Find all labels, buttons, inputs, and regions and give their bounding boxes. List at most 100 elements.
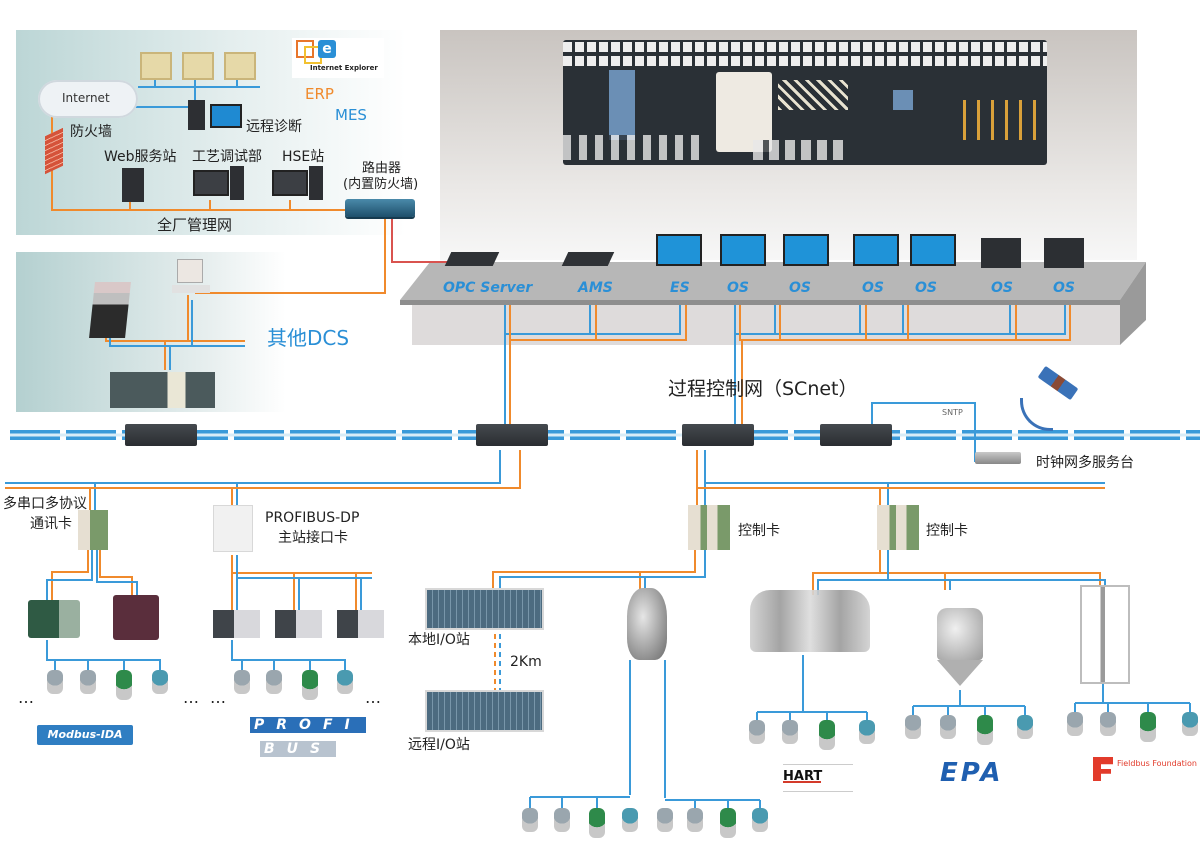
temperature-transmitter-icon — [1017, 715, 1033, 739]
profibus-slave-icon — [213, 610, 260, 638]
epa-logo-text: EPA — [940, 758, 1004, 788]
ellipsis: … — [183, 688, 199, 707]
remote-diagnosis-tower-icon — [188, 100, 205, 130]
station-label-os: OS — [789, 280, 811, 296]
control-card-icon — [877, 505, 919, 550]
internet-cloud-icon — [38, 80, 138, 118]
web-server-icon — [122, 168, 144, 202]
profibus-logo-top: PROFI — [250, 717, 366, 733]
ie-logo-text: Internet Explorer — [310, 64, 378, 72]
pressure-transmitter-icon — [1100, 712, 1116, 736]
os-monitor-icon — [720, 234, 766, 266]
pressure-transmitter-icon — [687, 808, 703, 832]
serial-plc-icon — [113, 595, 159, 640]
other-dcs-label: 其他DCS — [267, 326, 350, 350]
profibus-logo: PROFI BUS — [240, 717, 366, 762]
temperature-transmitter-icon — [752, 808, 768, 832]
hart-logo-text: HART — [783, 769, 823, 784]
remote-io-label: 远程I/O站 — [408, 737, 470, 753]
temperature-transmitter-icon — [622, 808, 638, 832]
modbus-ida-logo: Modbus-IDA — [37, 725, 133, 745]
control-card-label-2: 控制卡 — [926, 523, 968, 539]
local-io-label: 本地I/O站 — [408, 632, 470, 648]
ellipsis: … — [365, 688, 381, 707]
management-network-label: 全厂管理网 — [157, 216, 233, 234]
control-card-icon — [688, 505, 730, 550]
station-label-es: ES — [670, 280, 690, 296]
hart-logo: HART — [783, 764, 853, 792]
multi-serial-card-label-line1: 多串口多协议 — [3, 496, 87, 512]
epa-logo: EPA — [940, 758, 1004, 788]
dcs-workstation-icon — [177, 259, 203, 283]
management-pc-icon — [140, 52, 172, 80]
dcs-keyboard-icon — [172, 285, 210, 293]
multi-serial-card-label-line2: 通讯卡 — [30, 516, 72, 532]
process-debug-monitor-icon — [193, 170, 229, 196]
profibus-master-card-icon — [213, 505, 253, 552]
distance-label: 2Km — [510, 654, 542, 670]
mes-label: MES — [335, 106, 367, 124]
firewall-label: 防火墙 — [70, 124, 112, 140]
control-valve-icon — [977, 715, 993, 745]
erp-label: ERP — [305, 85, 334, 103]
network-switch-icon — [476, 424, 548, 446]
flowmeter-icon — [234, 670, 250, 694]
control-valve-icon — [589, 808, 605, 838]
hse-tower-icon — [309, 166, 323, 200]
control-card-label-1: 控制卡 — [738, 523, 780, 539]
os-laptop-icon — [1044, 238, 1084, 268]
mimic-display-panel — [563, 40, 1047, 165]
stirred-tank-cone-icon — [937, 660, 983, 686]
scnet-label: 过程控制网（SCnet） — [668, 378, 858, 400]
evaporator-unit-icon — [750, 590, 870, 652]
profibus-slave-icon — [275, 610, 322, 638]
internet-label: Internet — [62, 91, 110, 105]
process-debug-label: 工艺调试部 — [192, 149, 262, 165]
remote-io-station-icon — [425, 690, 544, 732]
station-label-os: OS — [727, 280, 749, 296]
os-monitor-icon — [853, 234, 899, 266]
router-label-line1: 路由器 — [362, 161, 402, 176]
network-switch-icon — [125, 424, 197, 446]
profibus-card-label-line1: PROFIBUS-DP — [265, 510, 360, 526]
control-valve-icon — [720, 808, 736, 838]
control-valve-icon — [302, 670, 318, 700]
station-label-ams: AMS — [578, 280, 613, 296]
pressure-transmitter-icon — [554, 808, 570, 832]
pressure-transmitter-icon — [266, 670, 282, 694]
hse-monitor-icon — [272, 170, 308, 196]
modbus-logo-text: Modbus-IDA — [47, 728, 123, 741]
ellipsis: … — [18, 688, 34, 707]
stirred-tank-icon — [937, 608, 983, 660]
ellipsis: … — [210, 688, 226, 707]
network-switch-icon — [820, 424, 892, 446]
os-monitor-icon — [783, 234, 829, 266]
remote-diagnosis-label: 远程诊断 — [246, 119, 302, 135]
station-label-opc-server: OPC Server — [443, 280, 533, 296]
router-label-line2: (内置防火墙) — [343, 177, 419, 192]
internet-explorer-logo: e Internet Explorer — [292, 38, 384, 78]
clock-server-icon — [975, 452, 1021, 464]
profibus-logo-bottom: BUS — [260, 741, 337, 757]
control-valve-icon — [1140, 712, 1156, 742]
temperature-transmitter-icon — [152, 670, 168, 694]
flowmeter-icon — [522, 808, 538, 832]
modbus-plc-icon — [28, 600, 80, 638]
control-valve-icon — [116, 670, 132, 700]
operator-console-icon — [89, 282, 131, 338]
web-server-label: Web服务站 — [104, 149, 177, 165]
opc-server-icon — [444, 252, 500, 266]
management-pc-icon — [182, 52, 214, 80]
network-switch-icon — [682, 424, 754, 446]
management-pc-icon — [224, 52, 256, 80]
os-monitor-icon — [910, 234, 956, 266]
remote-diagnosis-monitor-icon — [210, 104, 242, 128]
station-label-os: OS — [915, 280, 937, 296]
fieldbus-logo-text: Fieldbus Foundation — [1117, 759, 1197, 768]
router-icon — [345, 199, 415, 217]
reactor-vessel-icon — [627, 588, 667, 660]
temperature-transmitter-icon — [859, 720, 875, 744]
pressure-transmitter-icon — [940, 715, 956, 739]
local-io-station-icon — [425, 588, 544, 630]
